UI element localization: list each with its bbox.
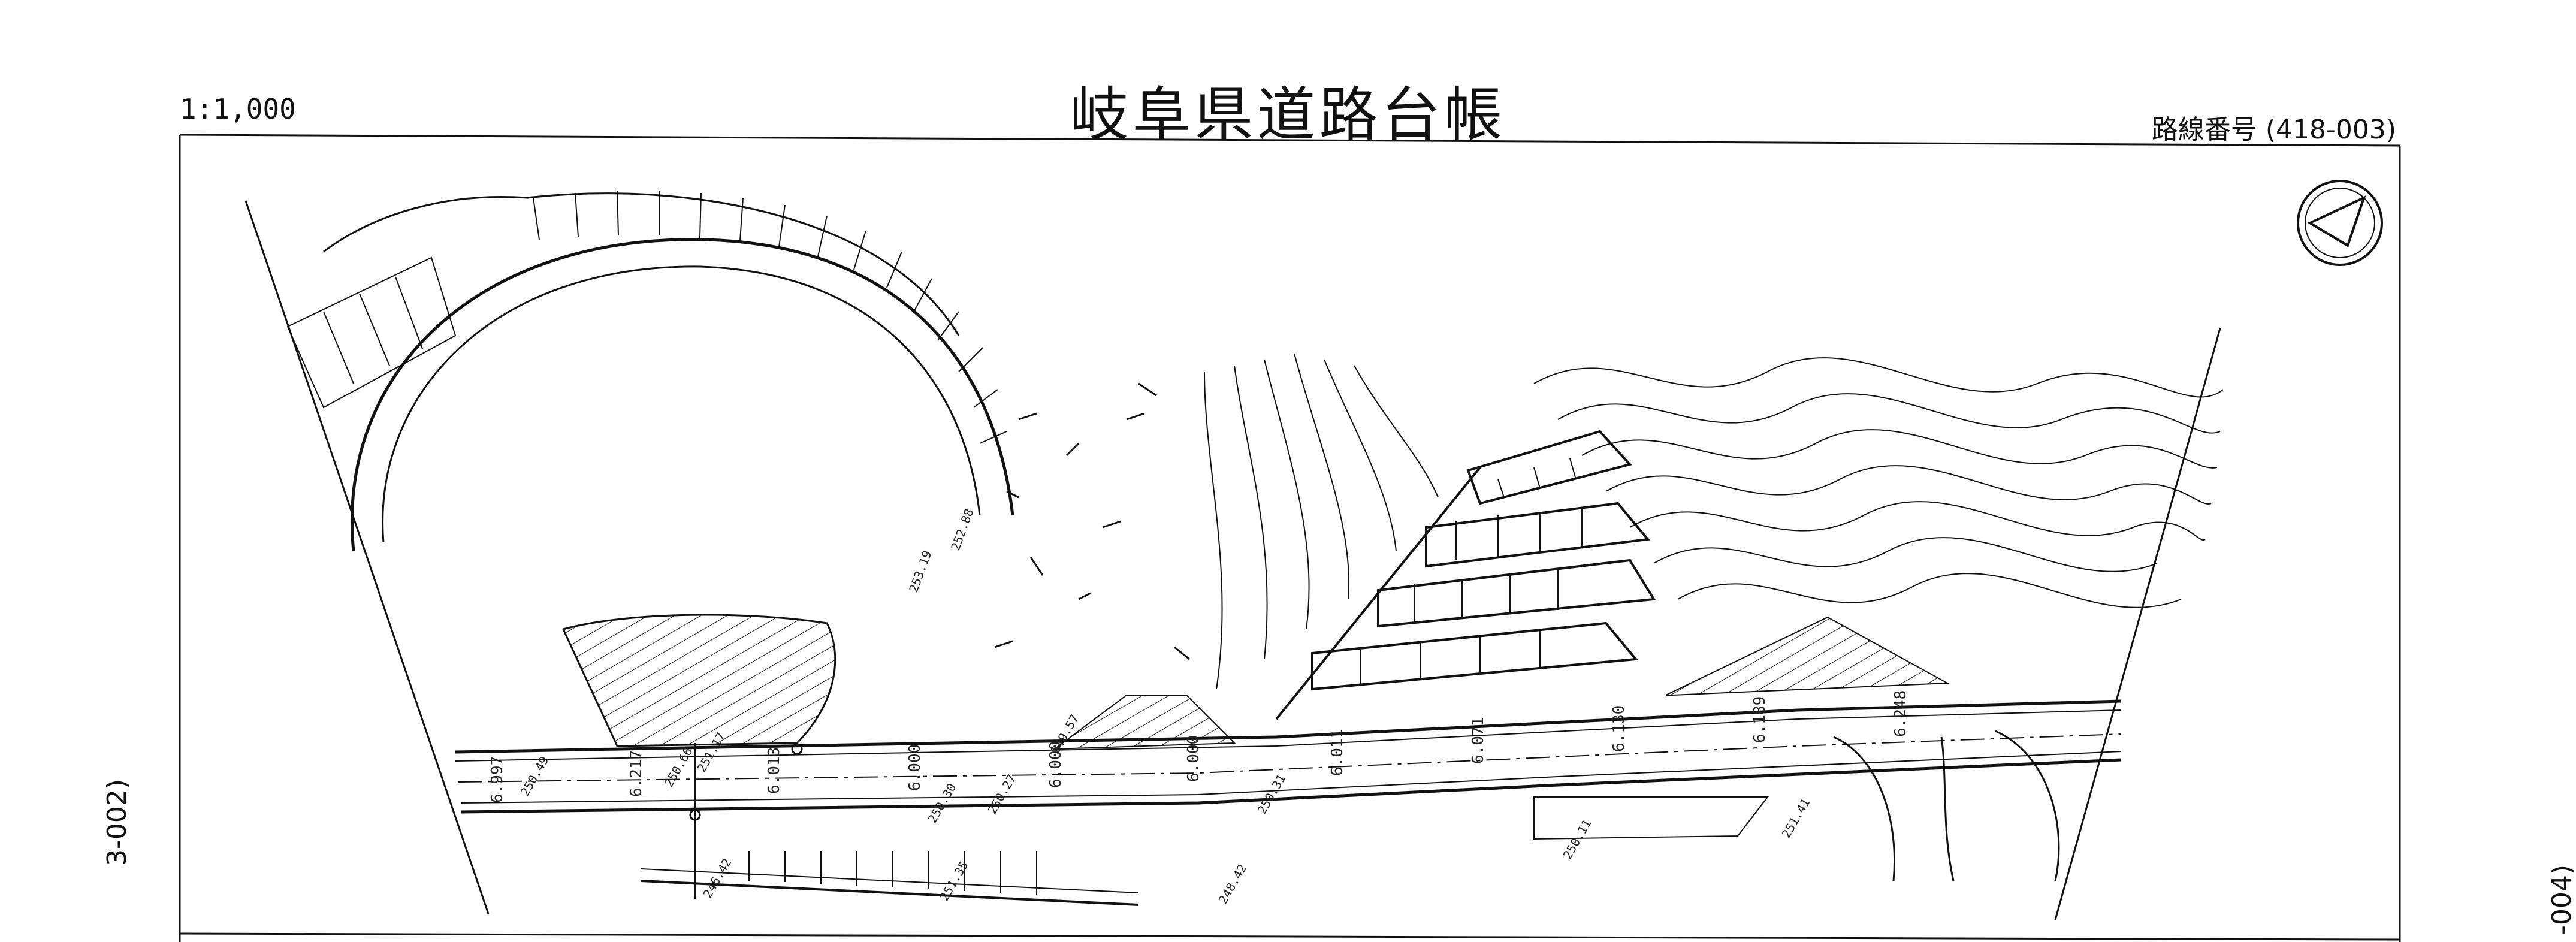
width-label: 6.217 bbox=[627, 750, 645, 797]
hatched-embankment-right bbox=[1665, 616, 1950, 696]
elevation-label: 250.30 bbox=[925, 781, 959, 826]
map-boundary-left bbox=[244, 200, 490, 914]
elevation-label: 250.27 bbox=[985, 772, 1019, 817]
frame-top-line bbox=[179, 134, 2400, 147]
elevation-label: 248.42 bbox=[1216, 862, 1250, 907]
terrace-ticks bbox=[1360, 458, 1583, 686]
contour-lines bbox=[1204, 353, 2224, 690]
elevation-label: 251.41 bbox=[1779, 796, 1813, 841]
hatched-embankment-center bbox=[1052, 695, 1236, 750]
main-road bbox=[455, 699, 2122, 814]
frame-bottom-line bbox=[179, 932, 2400, 941]
north-arrow-icon bbox=[2297, 180, 2383, 266]
map-scale: 1:1,000 bbox=[180, 93, 296, 125]
width-label: 6.000 bbox=[1047, 741, 1065, 788]
lower-side-road bbox=[641, 868, 1139, 906]
width-labels: 6.997 6.217 6.013 6.000 6.000 6.000 6.01… bbox=[488, 690, 1910, 803]
elevation-label: 252.88 bbox=[948, 507, 976, 552]
debris-markings bbox=[994, 382, 1190, 660]
curved-ramp bbox=[323, 192, 1014, 552]
width-label: 6.130 bbox=[1610, 705, 1628, 752]
upper-left-blocks bbox=[286, 256, 457, 409]
width-label: 6.189 bbox=[1751, 696, 1769, 743]
survey-stations bbox=[689, 743, 803, 899]
terraced-walls bbox=[1275, 430, 1656, 720]
width-label: 6.000 bbox=[1185, 735, 1203, 782]
width-label: 6.248 bbox=[1892, 690, 1910, 737]
width-label: 6.011 bbox=[1328, 729, 1346, 776]
width-label: 6.013 bbox=[765, 747, 783, 794]
ramp-slope-hatching bbox=[533, 190, 1007, 444]
width-label: 6.997 bbox=[488, 756, 506, 803]
width-label: 6.071 bbox=[1469, 717, 1487, 764]
elevation-label: 250.66 bbox=[662, 745, 696, 790]
hatched-strip-bottom bbox=[1533, 796, 1769, 840]
elevation-label: 250.31 bbox=[1255, 772, 1289, 817]
elevation-label: 250.49 bbox=[518, 754, 552, 799]
elevation-label: 253.19 bbox=[906, 549, 934, 594]
lower-ticks bbox=[748, 851, 1037, 895]
map-boundary-right bbox=[2054, 328, 2221, 920]
page-title: 岐阜県道路台帳 bbox=[1070, 81, 1506, 149]
elevation-label: 246.42 bbox=[700, 856, 735, 901]
intersection-curves bbox=[1833, 730, 2060, 881]
width-label: 6.000 bbox=[906, 744, 924, 791]
hatched-embankment-left bbox=[561, 614, 836, 747]
route-number: 路線番号 (418-003) bbox=[2151, 114, 2396, 145]
